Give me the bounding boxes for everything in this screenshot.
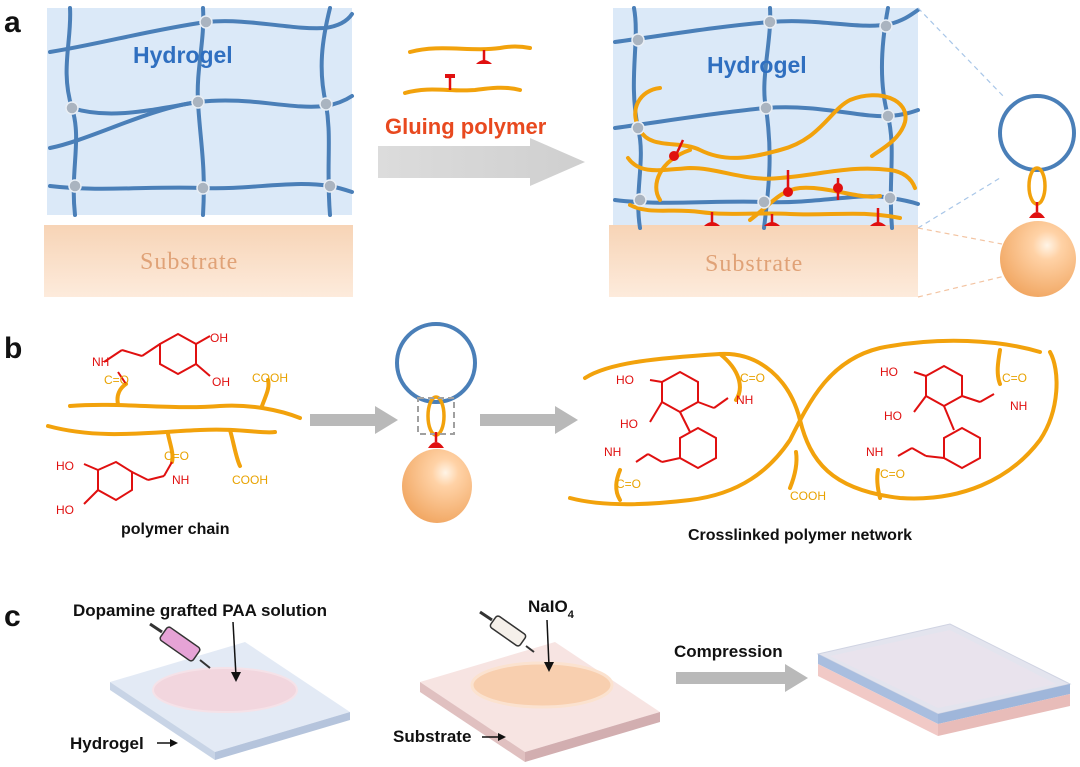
biphenyl-right: HO HO C=O NH NH C=O [866, 364, 1027, 481]
co-label-top: C=O [104, 373, 129, 387]
left-network-nodes [65, 15, 337, 195]
co-label-3: C=O [740, 371, 765, 385]
left-hydrogel-network [48, 6, 354, 217]
process-arrow-b2 [480, 406, 578, 434]
dopamine-unit-top: NH C=O OH OH COOH [92, 331, 288, 389]
ho-label-3: HO [616, 373, 634, 387]
left-substrate-label: Substrate [140, 249, 238, 275]
nh-label-bottom: NH [172, 473, 189, 487]
right-substrate-label: Substrate [705, 251, 803, 277]
naio4-label: NaIO4 [528, 597, 575, 621]
network-caption: Crosslinked polymer network [688, 527, 912, 544]
panel-c-label: c [4, 600, 21, 633]
syringe-icon-2 [479, 610, 535, 653]
solution-label: Dopamine grafted PAA solution [73, 601, 327, 620]
interface-model [395, 322, 477, 523]
nh-label-top: NH [92, 355, 109, 369]
cooh-label-bottom: COOH [232, 473, 268, 487]
polymer-chain-caption: polymer chain [121, 521, 229, 538]
right-hydrogel-block: Hydrogel Substrate [609, 6, 920, 297]
catechol-anchors [669, 139, 886, 226]
process-arrow-a [378, 138, 585, 186]
syringe-icon-1 [149, 622, 211, 669]
zoom-inset-a [917, 7, 1076, 298]
ho-label-1: HO [56, 459, 74, 473]
co-label-5: C=O [1002, 371, 1027, 385]
panel-a-label: a [4, 6, 21, 39]
process-arrow-c [676, 664, 808, 692]
crosslinked-network [568, 338, 1059, 507]
substrate-plate [420, 642, 660, 762]
substrate-particle [1000, 221, 1076, 297]
polymer-chains [46, 378, 302, 468]
ho-label-6: HO [884, 409, 902, 423]
left-hydrogel-block: Hydrogel Substrate [44, 6, 354, 297]
gluing-polymer-label: Gluing polymer [385, 114, 547, 139]
oh-label-1: OH [210, 331, 228, 345]
bilayer-stack [816, 623, 1072, 736]
nh-label-5: NH [1010, 399, 1027, 413]
co-label-6: C=O [880, 467, 905, 481]
ho-label-2: HO [56, 503, 74, 517]
cooh-label-top: COOH [252, 371, 288, 385]
co-label-bottom: C=O [164, 449, 189, 463]
nh-label-6: NH [866, 445, 883, 459]
oh-label-2: OH [212, 375, 230, 389]
co-label-4: C=O [616, 477, 641, 491]
dopamine-unit-bottom: HO HO C=O NH COOH [56, 449, 268, 517]
compression-label: Compression [674, 642, 783, 661]
gluing-polymer-icon [403, 44, 532, 95]
ho-label-4: HO [620, 417, 638, 431]
nh-label-4: NH [604, 445, 621, 459]
right-hydrogel-label: Hydrogel [707, 52, 807, 78]
biphenyl-left: HO HO C=O NH NH C=O [604, 370, 765, 491]
cooh-label-network: COOH [790, 489, 826, 503]
substrate-label-c: Substrate [393, 727, 471, 746]
right-network-nodes [631, 15, 897, 209]
ho-label-5: HO [880, 365, 898, 379]
right-substrate [609, 225, 918, 297]
left-hydrogel-label: Hydrogel [133, 42, 233, 68]
hydrogel-label-c: Hydrogel [70, 734, 144, 753]
nh-label-3: NH [736, 393, 753, 407]
panel-b-label: b [4, 332, 22, 365]
left-substrate [44, 225, 353, 297]
process-arrow-b1 [310, 406, 398, 434]
hydrogel-plate [110, 642, 350, 760]
